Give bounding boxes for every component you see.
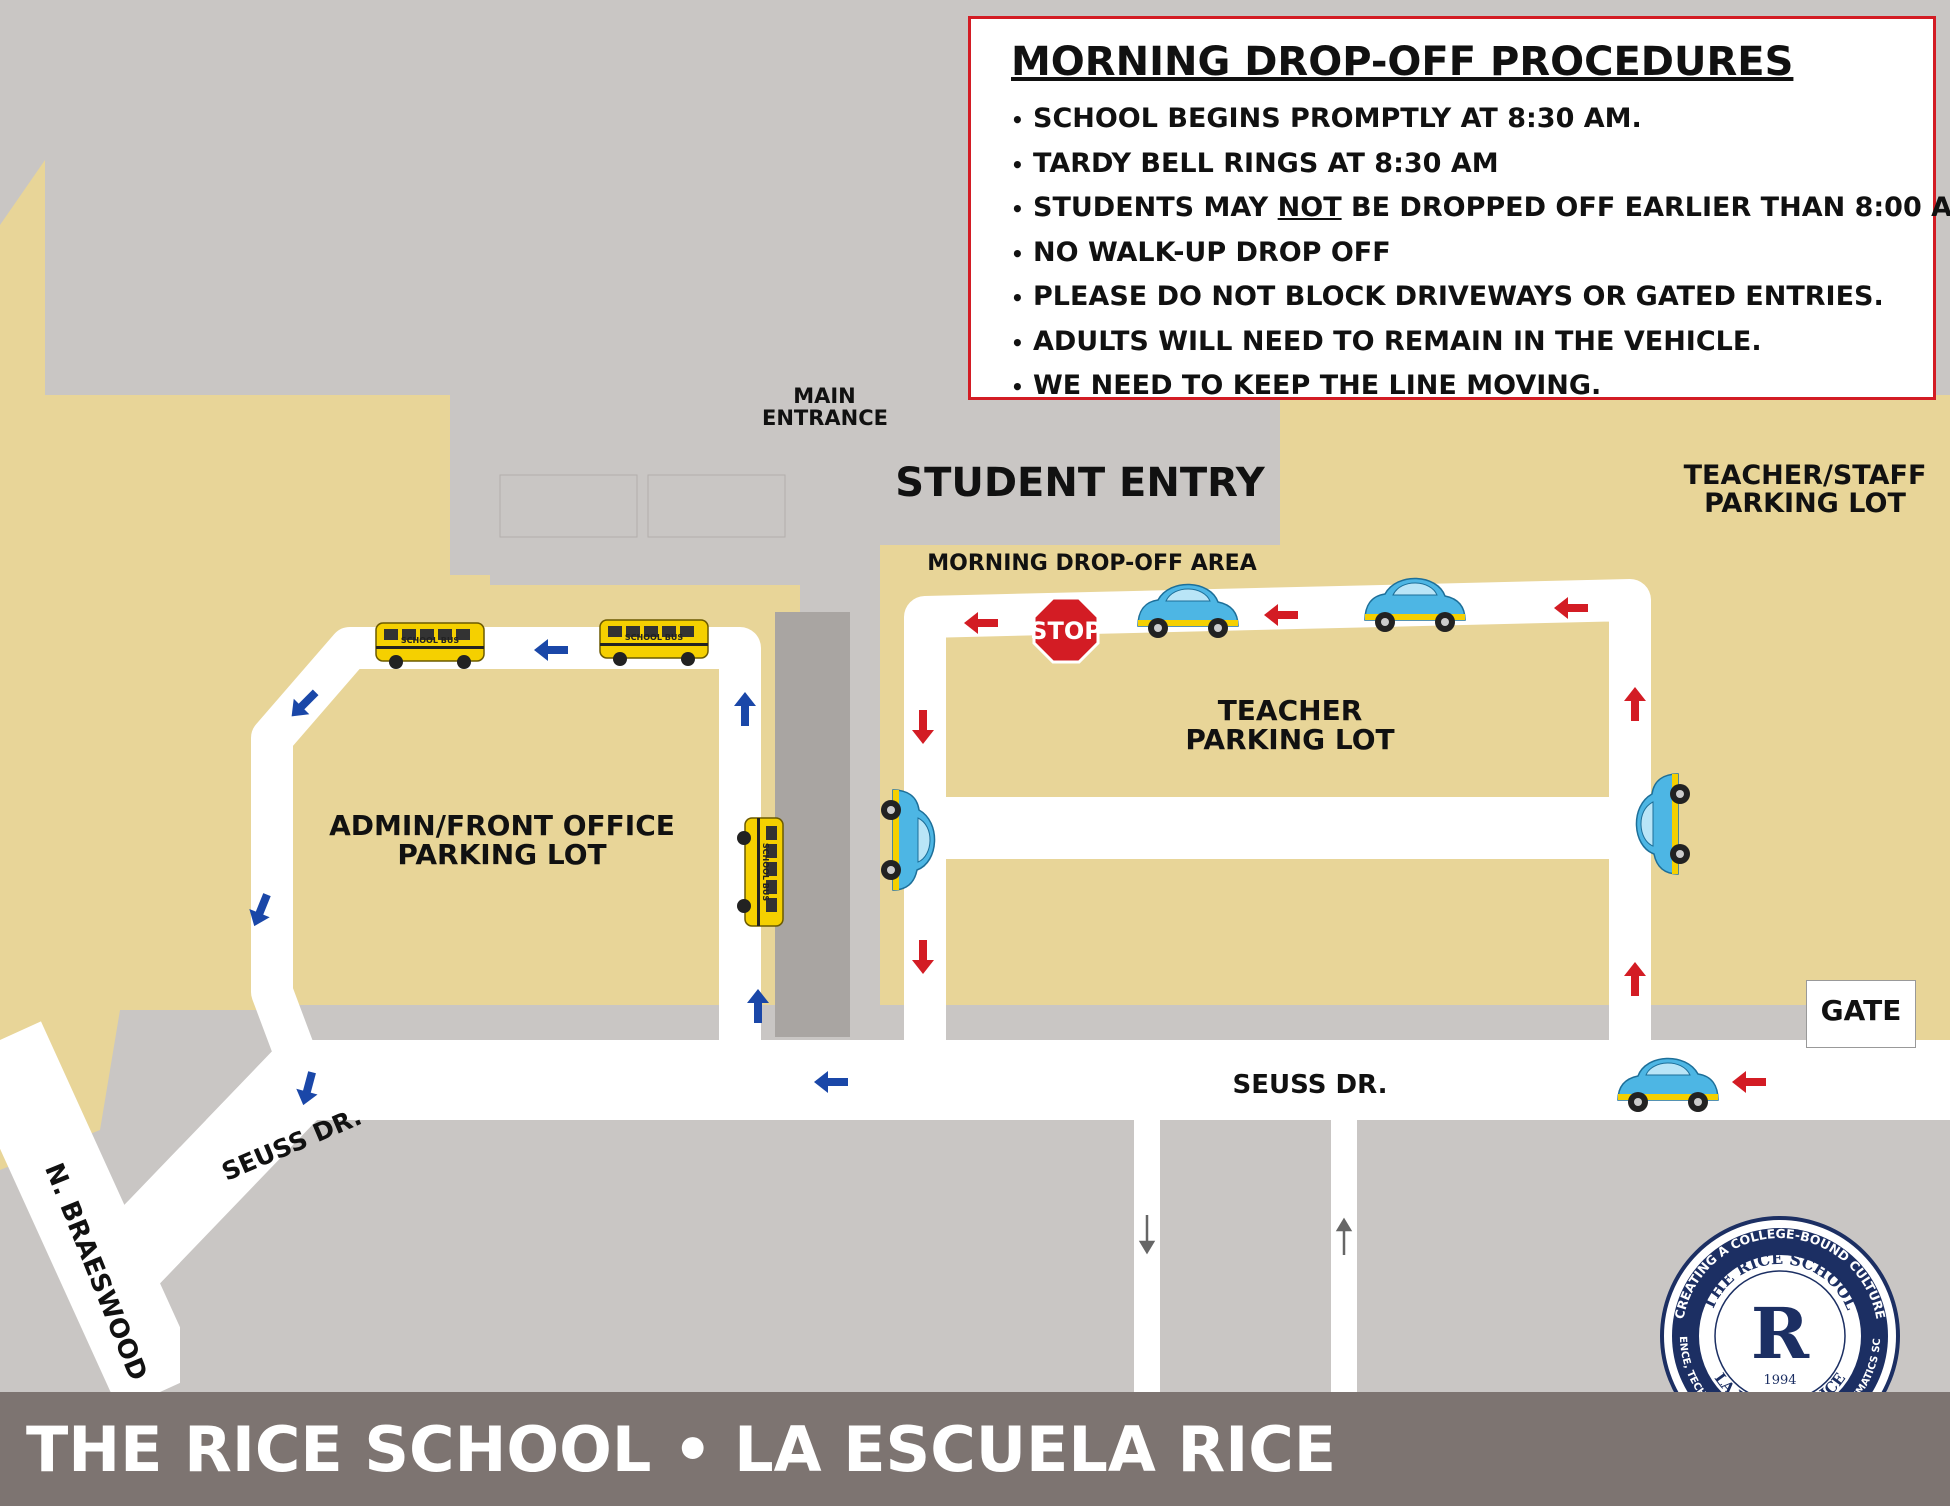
stop-sign-text: STOP xyxy=(1030,617,1102,645)
procedure-item: •NO WALK-UP DROP OFF xyxy=(1011,231,1893,276)
seal-letter: R xyxy=(1751,1292,1810,1375)
bottom-block-left xyxy=(180,1120,1130,1392)
side-street-arrows xyxy=(1138,1215,1353,1255)
label-drop-off-area: MORNING DROP-OFF AREA xyxy=(927,551,1257,576)
bus-label: SCHOOL BUS xyxy=(625,633,683,642)
label-admin-lot: ADMIN/FRONT OFFICE PARKING LOT xyxy=(329,809,675,872)
teacher-lot-area xyxy=(880,395,1950,1050)
bullet: • xyxy=(1011,375,1024,399)
procedure-item: •TARDY BELL RINGS AT 8:30 AM xyxy=(1011,142,1893,187)
main-entrance-walk xyxy=(800,450,880,590)
seal-year: 1994 xyxy=(1763,1373,1796,1388)
label-teacher-staff-lot: TEACHER/STAFF PARKING LOT xyxy=(1683,460,1927,520)
braeswood-block xyxy=(0,1180,60,1392)
label-main-entrance: MAIN ENTRANCE xyxy=(762,384,888,431)
school-bus: SCHOOL BUS xyxy=(736,817,784,927)
footer-band xyxy=(0,1392,1950,1506)
school-bus: SCHOOL BUS xyxy=(375,622,485,670)
portable-2 xyxy=(647,474,786,538)
bullet: • xyxy=(1011,197,1024,221)
bus-label: SCHOOL BUS xyxy=(761,843,770,901)
bus-label: SCHOOL BUS xyxy=(401,636,459,645)
label-teacher-lot: TEACHER PARKING LOT xyxy=(1185,694,1395,757)
gate-label: GATE xyxy=(1820,994,1902,1027)
bullet: • xyxy=(1011,152,1024,177)
procedure-item: •STUDENTS MAY NOT BE DROPPED OFF EARLIER… xyxy=(1011,186,1950,231)
school-bus: SCHOOL BUS xyxy=(599,619,709,667)
procedure-item: •SCHOOL BEGINS PROMPTLY AT 8:30 AM. xyxy=(1011,97,1893,142)
bullet: • xyxy=(1011,241,1024,266)
stop-sign: STOP xyxy=(1030,596,1102,664)
bullet: • xyxy=(1011,286,1024,310)
center-median xyxy=(775,612,850,1037)
gate-box: GATE xyxy=(1806,980,1916,1048)
bullet: • xyxy=(1011,330,1024,355)
footer-title: THE RICE SCHOOL • LA ESCUELA RICE xyxy=(26,1413,1337,1486)
bottom-block-mid xyxy=(1165,1115,1331,1392)
emphasis-not: NOT xyxy=(1277,192,1342,223)
label-student-entry: STUDENT ENTRY xyxy=(895,460,1265,506)
procedure-item: •PLEASE DO NOT BLOCK DRIVEWAYS OR GATED … xyxy=(1011,275,1893,320)
drop-off-procedures-panel: MORNING DROP-OFF PROCEDURES •SCHOOL BEGI… xyxy=(968,16,1950,401)
procedures-title: MORNING DROP-OFF PROCEDURES xyxy=(1011,39,1794,85)
label-seuss-dr: SEUSS DR. xyxy=(1232,1070,1388,1100)
portable-1 xyxy=(499,474,638,538)
procedures-list: •SCHOOL BEGINS PROMPTLY AT 8:30 AM. •TAR… xyxy=(1011,97,1950,409)
bullet: • xyxy=(1011,108,1024,132)
procedure-item: •WE NEED TO KEEP THE LINE MOVING. xyxy=(1011,364,1893,409)
procedure-item: •ADULTS WILL NEED TO REMAIN IN THE VEHIC… xyxy=(1011,320,1893,365)
